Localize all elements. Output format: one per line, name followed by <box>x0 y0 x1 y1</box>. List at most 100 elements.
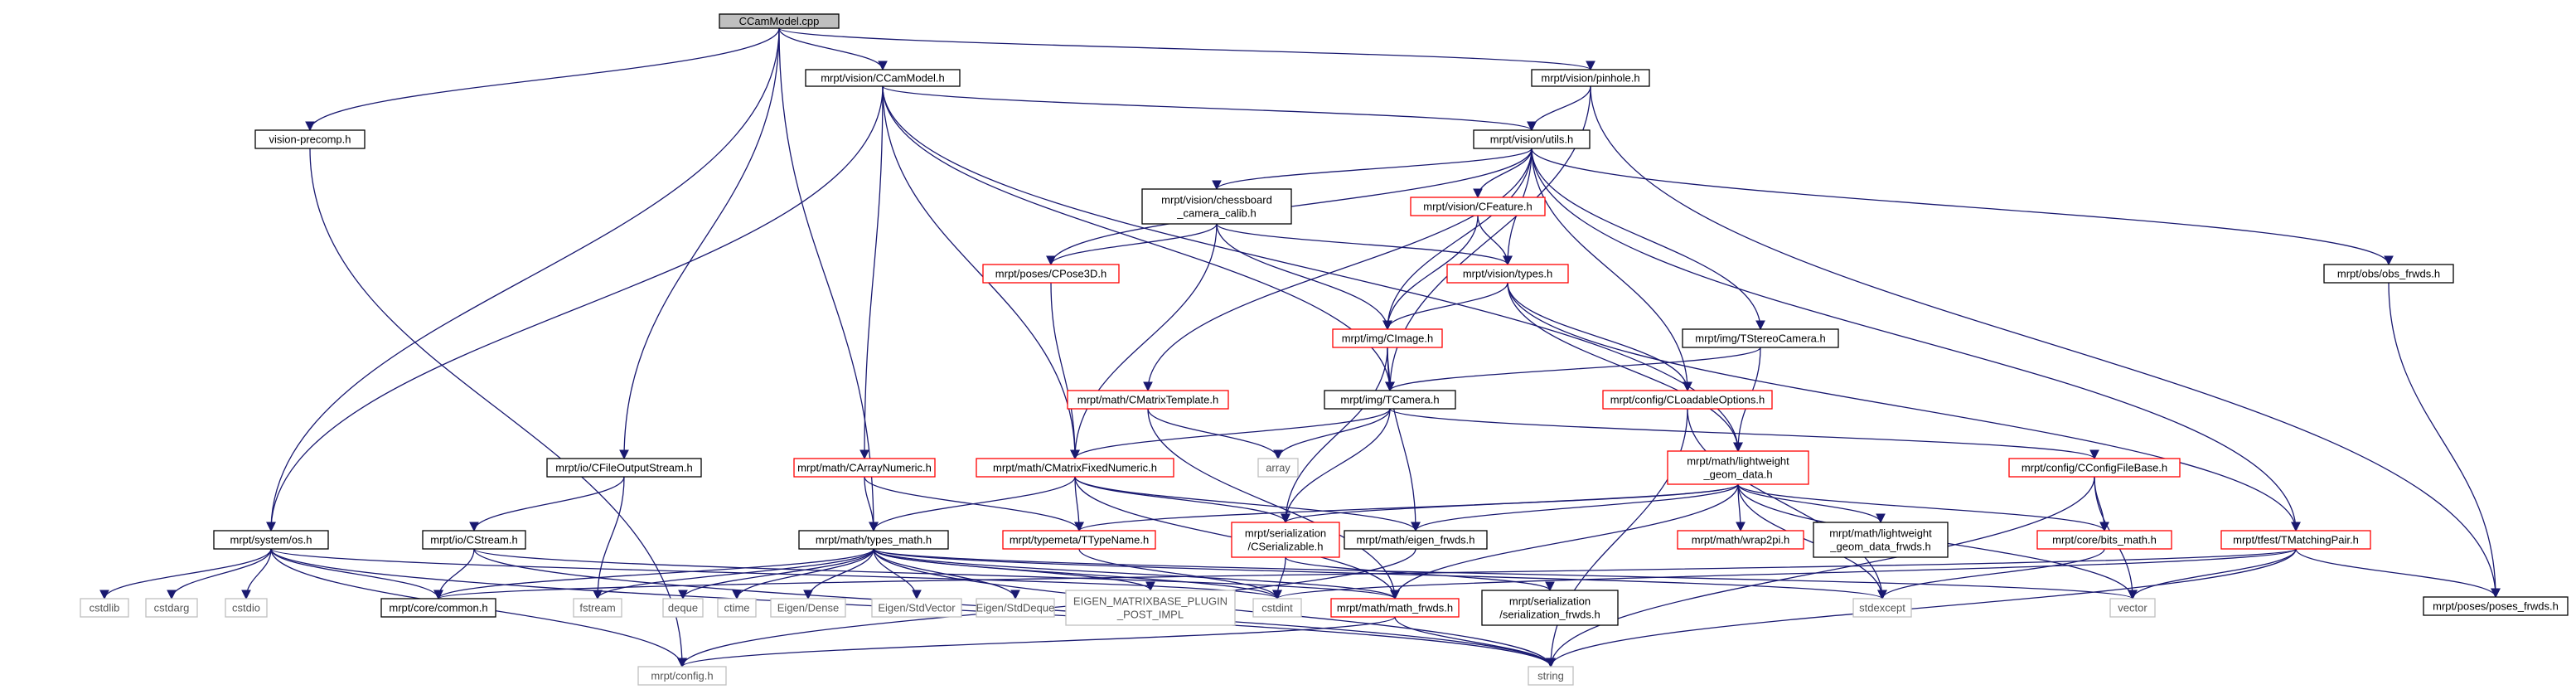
node-label: mrpt/math/CArrayNumeric.h <box>797 462 932 474</box>
edge-utils-to-chessboard <box>1212 148 1533 191</box>
node-box <box>1067 390 1229 410</box>
node-utils[interactable]: mrpt/vision/utils.h <box>1473 129 1591 149</box>
node-mathfrwds[interactable]: mrpt/math/math_frwds.h <box>1330 598 1460 618</box>
node-box <box>1252 598 1302 618</box>
edge-lwgeom-to-lwfrwds <box>1737 483 1886 524</box>
node-sysos[interactable]: mrpt/system/os.h <box>213 530 329 550</box>
node-deque: deque <box>662 598 704 618</box>
node-cserial[interactable]: mrpt/serialization/CSerializable.h <box>1231 522 1340 558</box>
node-wrap2pi[interactable]: mrpt/math/wrap2pi.h <box>1677 530 1804 550</box>
node-pinhole[interactable]: mrpt/vision/pinhole.h <box>1531 69 1650 87</box>
node-label: mrpt/typemeta/TTypeName.h <box>1010 534 1149 546</box>
edge-root-to-precomp <box>305 27 780 132</box>
edge-cmatfixed-to-eigenfrwds <box>1074 476 1421 532</box>
node-eigenstddeq: Eigen/StdDeque <box>976 598 1055 618</box>
node-box <box>213 530 329 550</box>
node-cconfigfb[interactable]: mrpt/config/CConfigFileBase.h <box>2008 458 2181 478</box>
edge-typesmath-to-vector <box>873 548 2138 600</box>
node-label: mrpt/vision/types.h <box>1463 268 1552 280</box>
edge-tcamera-to-array <box>1273 408 1391 460</box>
node-cfileout[interactable]: mrpt/io/CFileOutputStream.h <box>546 458 702 478</box>
node-label: mrpt/math/CMatrixTemplate.h <box>1077 394 1219 406</box>
edge-sysos-to-cstdint <box>270 548 1282 600</box>
edge-cimage-to-cserial <box>1281 347 1388 524</box>
edge-typesmath-to-corecommon <box>433 548 874 600</box>
node-label: mrpt/config/CConfigFileBase.h <box>2022 462 2167 474</box>
node-label: mrpt/poses/CPose3D.h <box>995 268 1106 280</box>
node-cstream[interactable]: mrpt/io/CStream.h <box>422 530 526 550</box>
node-label: mrpt/math/lightweight <box>1829 527 1932 540</box>
edge-mathfrwds-to-config <box>677 616 1396 668</box>
node-box <box>1531 69 1650 87</box>
node-typesmath[interactable]: mrpt/math/types_math.h <box>798 530 949 550</box>
node-label: mrpt/math/lightweight <box>1687 455 1789 468</box>
edge-utils-to-cmattempl <box>1143 148 1533 392</box>
edge-cmatfixed-to-typesmath <box>869 476 1076 532</box>
node-carraynum[interactable]: mrpt/math/CArrayNumeric.h <box>793 458 936 478</box>
node-cloadable[interactable]: mrpt/config/CLoadableOptions.h <box>1602 390 1773 410</box>
node-label: /serialization_frwds.h <box>1499 609 1600 621</box>
node-posesfrwds[interactable]: mrpt/poses/poses_frwds.h <box>2423 596 2569 616</box>
node-ccammodel[interactable]: mrpt/vision/CCamModel.h <box>805 69 961 87</box>
node-tmatching[interactable]: mrpt/tfest/TMatchingPair.h <box>2220 530 2371 550</box>
node-precomp[interactable]: vision-precomp.h <box>254 129 366 149</box>
node-box <box>1330 598 1460 618</box>
edge-lwgeom-to-ttypename <box>1074 483 1739 532</box>
edge-root-to-ccammodel <box>778 27 888 71</box>
node-bitsmath[interactable]: mrpt/core/bits_math.h <box>2036 530 2172 550</box>
node-box <box>1602 390 1773 410</box>
node-lwgeom[interactable]: mrpt/math/lightweight_geom_data.h <box>1667 450 1809 485</box>
edge-precomp-to-config <box>309 148 687 668</box>
node-eigenplugin: EIGEN_MATRIXBASE_PLUGIN_POST_IMPL <box>1065 590 1236 626</box>
node-label: _camera_calib.h <box>1176 207 1256 220</box>
edge-tmatching-to-posesfrwds <box>2295 548 2501 599</box>
edge-tmatching-to-corecommon <box>434 548 2297 600</box>
edge-typesmath-to-cstdint <box>873 548 1282 600</box>
node-root[interactable]: CCamModel.cpp <box>719 13 840 29</box>
node-label: mrpt/img/TCamera.h <box>1340 394 1439 406</box>
edge-typesmath-to-fstream <box>593 548 874 600</box>
edge-cconfigfb-to-bitsmath <box>2094 476 2109 532</box>
node-obsfrwds[interactable]: mrpt/obs/obs_frwds.h <box>2323 264 2454 284</box>
node-eigenfrwds[interactable]: mrpt/math/eigen_frwds.h <box>1344 530 1488 550</box>
node-cpose3d[interactable]: mrpt/poses/CPose3D.h <box>982 264 1120 284</box>
node-label: cstdlib <box>90 602 120 614</box>
edge-cfeature-to-vtypes <box>1477 215 1513 266</box>
node-box <box>422 530 526 550</box>
edge-root-to-pinhole <box>778 27 1595 71</box>
edge-obsfrwds-to-posesfrwds <box>2388 282 2501 599</box>
node-corecommon[interactable]: mrpt/core/common.h <box>380 598 496 618</box>
node-cfeature[interactable]: mrpt/vision/CFeature.h <box>1410 197 1546 216</box>
node-label: mrpt/math/wrap2pi.h <box>1692 534 1790 546</box>
edge-chessboard-to-vtypes <box>1216 223 1513 266</box>
node-ttypename[interactable]: mrpt/typemeta/TTypeName.h <box>1002 530 1156 550</box>
node-label: array <box>1266 462 1290 474</box>
node-box <box>1344 530 1488 550</box>
node-label: mrpt/config.h <box>651 670 713 682</box>
node-cmatfixed[interactable]: mrpt/math/CMatrixFixedNumeric.h <box>976 458 1174 478</box>
edge-sysos-to-cstdio <box>241 548 272 600</box>
edge-typesmath-to-ctime <box>732 548 874 600</box>
node-label: mrpt/vision/CFeature.h <box>1423 201 1533 213</box>
node-cimage[interactable]: mrpt/img/CImage.h <box>1332 328 1443 348</box>
node-string: string <box>1528 666 1574 686</box>
node-label: Eigen/StdVector <box>878 602 956 614</box>
node-label: mrpt/math/CMatrixFixedNumeric.h <box>993 462 1157 474</box>
edge-utils-to-cimage <box>1382 148 1533 331</box>
node-tcamera[interactable]: mrpt/img/TCamera.h <box>1324 390 1456 410</box>
node-box <box>1528 666 1574 686</box>
node-chessboard[interactable]: mrpt/vision/chessboard_camera_calib.h <box>1141 188 1292 225</box>
node-box <box>1813 522 1949 558</box>
node-label: mrpt/io/CFileOutputStream.h <box>555 462 692 474</box>
edge-root-to-typesmath <box>778 27 879 532</box>
node-box <box>2423 596 2569 616</box>
node-box <box>1002 530 1156 550</box>
node-cmattempl[interactable]: mrpt/math/CMatrixTemplate.h <box>1067 390 1229 410</box>
node-tstereo[interactable]: mrpt/img/TStereoCamera.h <box>1682 328 1839 348</box>
edge-typesmath-to-eigenstddeq <box>873 548 1020 600</box>
node-vtypes[interactable]: mrpt/vision/types.h <box>1446 264 1569 284</box>
node-serialfrwds[interactable]: mrpt/serialization/serialization_frwds.h <box>1481 590 1619 626</box>
node-lwfrwds[interactable]: mrpt/math/lightweight_geom_data_frwds.h <box>1813 522 1949 558</box>
